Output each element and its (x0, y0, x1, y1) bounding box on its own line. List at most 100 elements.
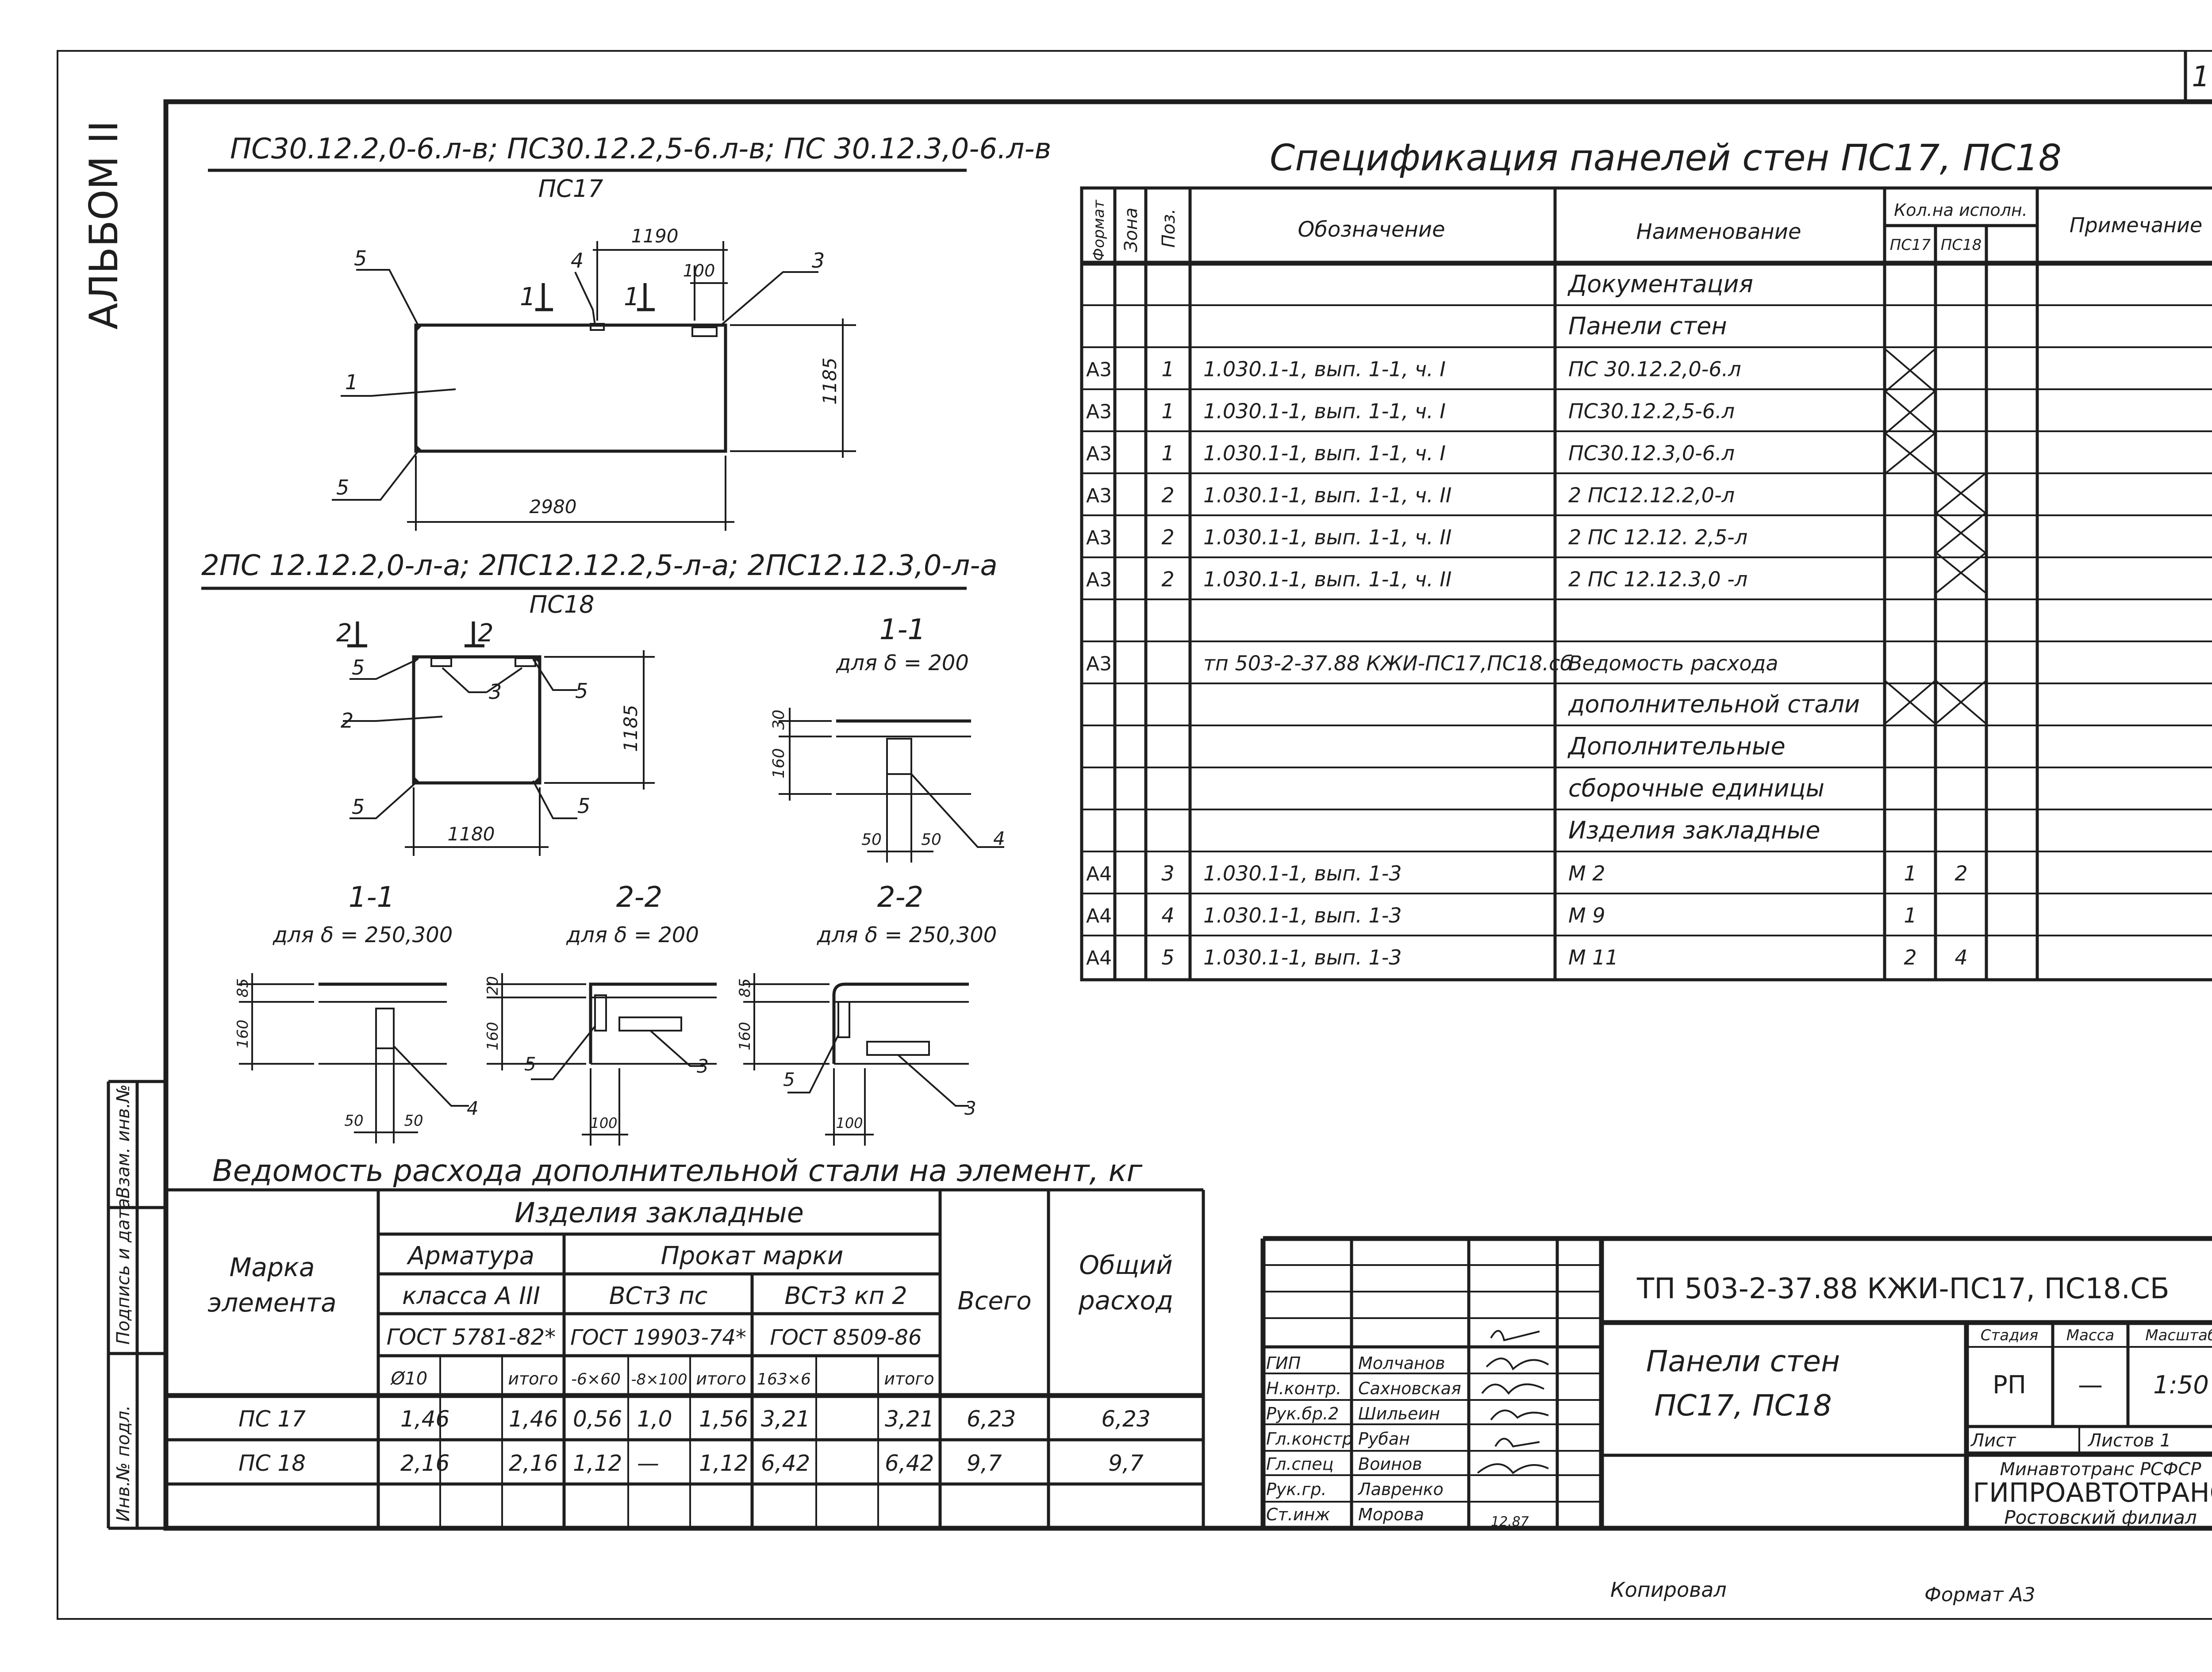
steel-cell-l163: 6,42 (761, 1450, 810, 1476)
steel-cell-p6: 0,56 (573, 1406, 622, 1432)
steel-cell-i1: 1,46 (509, 1406, 558, 1432)
spec-cell-name: М 9 (1568, 904, 1605, 928)
spec-cell-des: 1.030.1-1, вып. 1-1, ч. II (1203, 525, 1452, 549)
spec-cell-format: А3 (1086, 359, 1112, 381)
spec-h-format: Формат (1090, 199, 1108, 261)
pos-5-ps18-tr: 5 (575, 679, 588, 703)
stamp-title-2: ПС17, ПС18 (1654, 1388, 1832, 1423)
spec-cell-format: А3 (1086, 569, 1112, 591)
sec-2-2-b-for: для δ = 250,300 (817, 923, 997, 947)
steel-h-vst3kp2: ВСт3 кп 2 (784, 1282, 907, 1310)
spec-cell-q17: 1 (1904, 862, 1916, 886)
stamp-scale: 1:50 (2153, 1371, 2209, 1400)
stamp-role: Рук.бр.2 (1266, 1404, 1339, 1423)
spec-cell-des: 1.030.1-1, вып. 1-1, ч. I (1203, 399, 1446, 423)
spec-cell-q18: 4 (1955, 946, 1967, 970)
dim-50-a: 50 (861, 831, 882, 849)
dim-100-b: 100 (590, 1115, 617, 1131)
spec-row: Дополнительные (1567, 732, 1786, 760)
spec-row: Изделия закладные (1568, 817, 1820, 844)
stamp-role: Гл.спец (1266, 1454, 1334, 1474)
steel-cell-common: 9,7 (1108, 1450, 1144, 1476)
steel-cell-i3: 3,21 (885, 1406, 934, 1432)
spec-cell-name: ПС30.12.3,0-6.л (1568, 441, 1735, 465)
spec-cell-pos: 2 (1161, 525, 1174, 549)
stamp-person-name: Рубан (1358, 1429, 1410, 1449)
stamp-role: Рук.гр. (1266, 1480, 1327, 1499)
sec-1-1-b-title: 1-1 (349, 881, 395, 914)
stamp-person-name: Лавренко (1357, 1480, 1444, 1499)
stamp-code: ТП 503-2-37.88 КЖИ-ПС17, ПС18.СБ (1636, 1273, 2170, 1305)
album-label: АЛЬБОМ II (81, 121, 127, 330)
drawing-ps18: 2ПС 12.12.2,0-л-а; 2ПС12.12.2,5-л-а; 2ПС… (201, 549, 998, 856)
steel-h-d10: Ø10 (390, 1369, 427, 1389)
dim-20: 20 (484, 976, 502, 995)
steel-h-arm: Арматура (407, 1242, 534, 1270)
steel-h-gost19903: ГОСТ 19903-74* (570, 1325, 746, 1350)
steel-cell-mark: ПС 17 (238, 1406, 306, 1432)
pos-5-ps18-br: 5 (577, 794, 590, 818)
sec-2-2-a-title: 2-2 (616, 881, 663, 914)
stamp-mass-h: Масса (2066, 1327, 2114, 1344)
drawing-ps17: ПС30.12.2,0-6.л-в; ПС30.12.2,5-6.л-в; ПС… (208, 133, 1051, 531)
pos-3-ps18: 3 (489, 680, 502, 704)
dim-160: 160 (770, 748, 788, 778)
steel-cell-i3: 6,42 (885, 1450, 934, 1476)
spec-cell-name: 2 ПС12.12.2,0-л (1568, 483, 1735, 507)
spec-cell-format: А3 (1086, 443, 1112, 465)
steel-cell-total: 6,23 (967, 1406, 1016, 1432)
steel-cell-p6: 1,12 (573, 1450, 622, 1476)
spec-cell-name: ПС 30.12.2,0-6.л (1568, 357, 1741, 381)
steel-cell-i2: 1,56 (699, 1406, 748, 1432)
copied-label: Копировал (1610, 1578, 1727, 1602)
dim-1190: 1190 (631, 225, 679, 247)
steel-h-itogo-3: итого (884, 1369, 934, 1388)
steel-h-prokat: Прокат марки (661, 1242, 844, 1270)
stamp-person-name: Сахновская (1358, 1379, 1461, 1398)
sidebar-podpis: Подпись и дата (113, 1198, 134, 1345)
spec-cell-des: 1.030.1-1, вып. 1-1, ч. I (1203, 357, 1446, 381)
steel-h-8x100: -8×100 (631, 1371, 687, 1388)
spec-cell-des: 1.030.1-1, вып. 1-3 (1203, 862, 1402, 886)
title-block: ТП 503-2-37.88 КЖИ-ПС17, ПС18.СБ Панели … (1260, 1236, 2212, 1530)
stamp-date: 12.87 (1491, 1514, 1529, 1530)
ps18-title: ПС18 (529, 591, 594, 618)
dim-50-b: 50 (921, 831, 941, 849)
spec-cell-format: А3 (1086, 485, 1112, 507)
ps18-panel (412, 655, 541, 785)
steel-cell-i2: 1,12 (699, 1450, 748, 1476)
sec-1-1-a-title: 1-1 (879, 614, 926, 646)
section-2-2-d250: 2-2 для δ = 250,300 85 160 100 5 3 (736, 881, 997, 1146)
stamp-person: Н.контр.Сахновская (1266, 1379, 1461, 1398)
spec-cell-pos: 5 (1161, 946, 1174, 970)
steel-cell-i1: 2,16 (509, 1450, 558, 1476)
sidebar: Инв.№ подл. Подпись и дата Взам. инв.№ (107, 1080, 166, 1530)
stamp-person-name: Морова (1358, 1505, 1424, 1524)
pos-3: 3 (812, 249, 825, 272)
ps17-panel (414, 323, 727, 453)
spec-cell-pos: 1 (1161, 441, 1174, 465)
ps17-marks: ПС30.12.2,0-6.л-в; ПС30.12.2,5-6.л-в; ПС… (230, 133, 1051, 165)
spec-row: дополнительной стали (1568, 690, 1860, 718)
steel-h-6x60: -6×60 (571, 1370, 621, 1388)
stamp-org-2: ГИПРОАВТОТРАНС (1973, 1477, 2212, 1508)
spec-cell-q18: 2 (1955, 862, 1967, 886)
sec-1-1-b-for: для δ = 250,300 (273, 923, 453, 947)
steel-title: Ведомость расхода дополнительной стали н… (212, 1154, 1143, 1189)
spec-cell-name: дополнительной стали (1568, 690, 1860, 718)
format-label: Формат А3 (1924, 1584, 2035, 1606)
stamp-org-3: Ростовский филиал (2004, 1507, 2197, 1528)
spec-h-designation: Обозначение (1298, 217, 1445, 242)
steel-table: Ведомость расхода дополнительной стали н… (166, 1154, 1205, 1528)
spec-cell-pos: 2 (1161, 568, 1174, 591)
